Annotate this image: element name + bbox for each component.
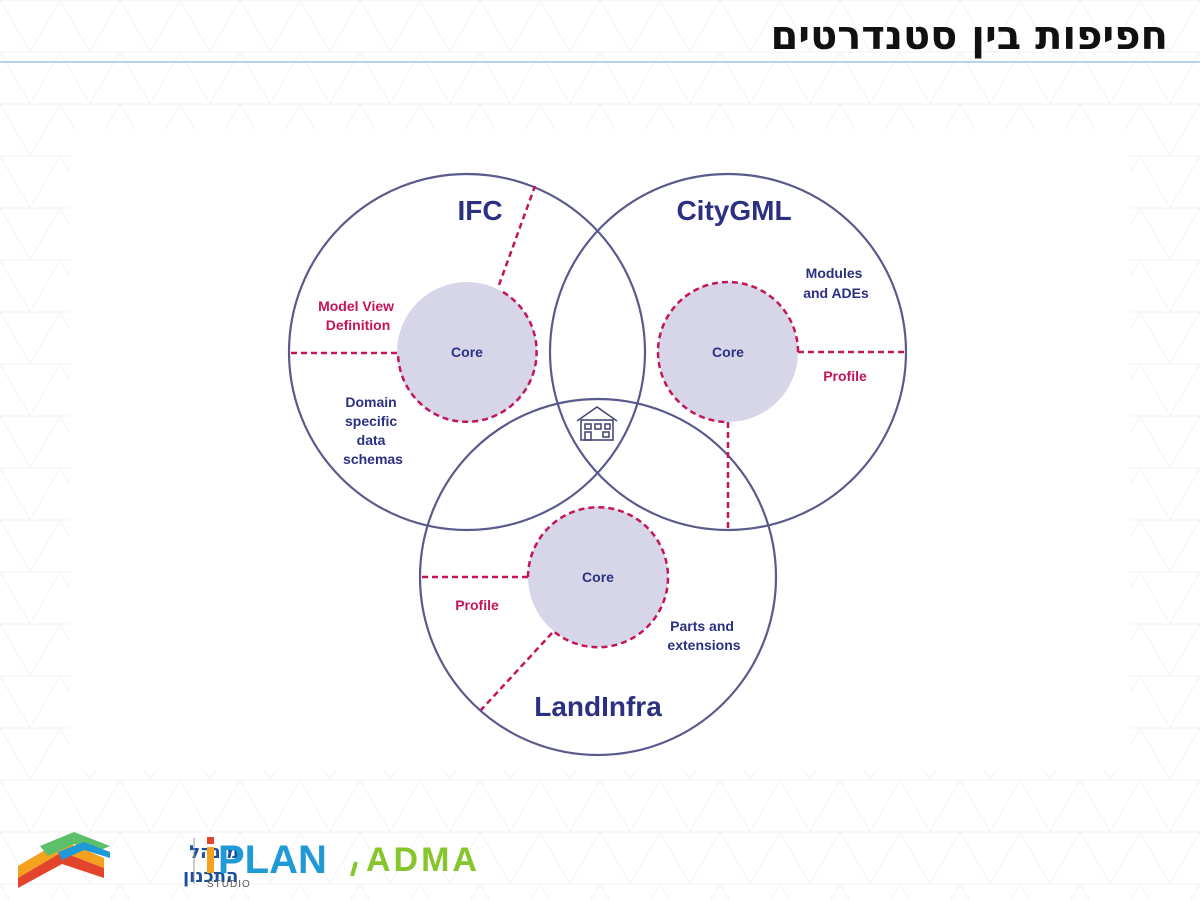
- citygml-core-disc: [658, 282, 798, 422]
- citygml-modules-label: Modules and ADEs: [803, 265, 869, 301]
- landinfra-core-label: Core: [582, 569, 614, 585]
- ifc-core-label: Core: [451, 344, 483, 360]
- landinfra-core-disc: [528, 507, 668, 647]
- ifc-core-disc: [397, 282, 537, 422]
- svg-text:ADMA: ADMA: [366, 841, 480, 879]
- ifc-core-dashed-arc: [396, 290, 538, 424]
- citygml-label: CityGML: [676, 195, 791, 226]
- ifc-circle: [287, 172, 647, 532]
- citygml-circle: [548, 172, 908, 532]
- citygml-core-label: Core: [712, 344, 744, 360]
- adma-logo: ADMA: [350, 841, 480, 879]
- citygml-profile-label: Profile: [823, 368, 867, 384]
- landinfra-divider-bottom: [480, 632, 553, 711]
- citygml-core-dashed-arc: [656, 280, 800, 424]
- iplan-logo: PLAN STUDIO: [207, 837, 327, 890]
- building-icon: [576, 406, 618, 441]
- landinfra-core-dashed-arc: [526, 505, 670, 649]
- planning-admin-logo-icon: [18, 832, 110, 888]
- ifc-divider-top: [497, 185, 537, 286]
- page-title: חפיפות בין סטנדרטים: [770, 13, 1168, 59]
- svg-text:STUDIO: STUDIO: [207, 879, 251, 890]
- svg-text:PLAN: PLAN: [218, 838, 327, 882]
- ifc-domain-label: Domain specific data schemas: [343, 394, 403, 467]
- title-divider: [0, 61, 1200, 63]
- ifc-mvd-label: Model View Definition: [318, 298, 398, 333]
- footer-logos: מינהל התכנון PLAN STUDIO ADMA: [18, 832, 480, 890]
- landinfra-circle: [418, 397, 778, 757]
- planning-admin-logo-text: מינהל התכנון: [183, 842, 239, 887]
- landinfra-parts-label: Parts and extensions: [667, 618, 740, 653]
- landinfra-label: LandInfra: [534, 691, 662, 722]
- ifc-label: IFC: [457, 195, 502, 226]
- landinfra-profile-label: Profile: [455, 597, 499, 613]
